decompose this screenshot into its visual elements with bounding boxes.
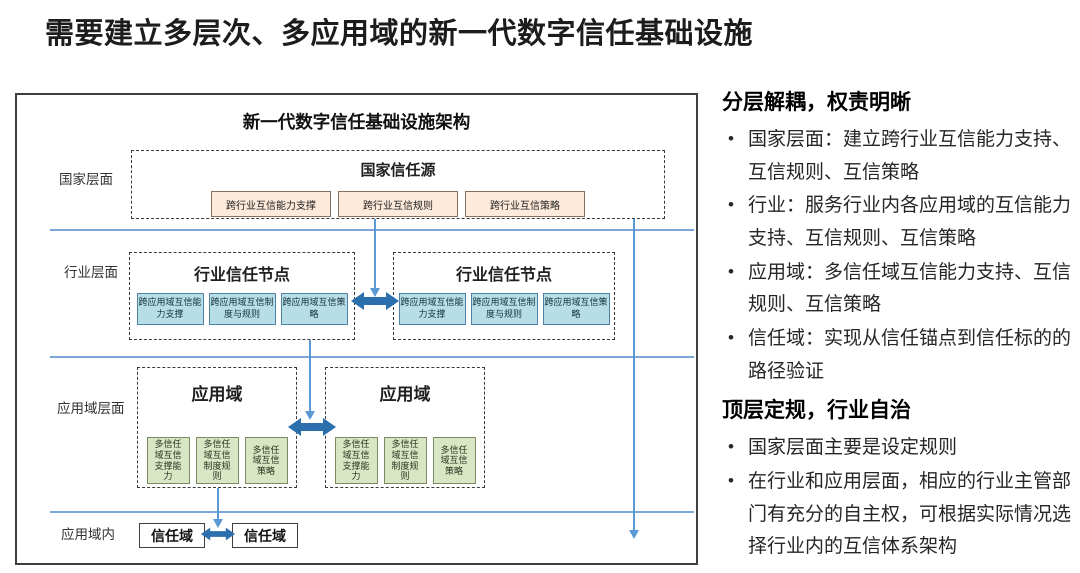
national-chip-row: 跨行业互信能力支撑 跨行业互信规则 跨行业互信策略 — [132, 191, 664, 217]
down-arrow-icon — [370, 288, 380, 297]
architecture-diagram: 新一代数字信任基础设施架构 国家层面 行业层面 应用域层面 应用域内 国家信任源… — [15, 93, 698, 565]
side-text-panel: 分层解耦，权责明晰 国家层面：建立跨行业互信能力支持、互信规则、互信策略 行业：… — [722, 86, 1075, 570]
multi-trust-rules-box: 多信任域互信制度规则 — [195, 437, 239, 484]
bullet-item: 国家层面：建立跨行业互信能力支持、互信规则、互信策略 — [722, 124, 1075, 189]
application-domain-left: 应用域 多信任域互信支撑能力 多信任域互信制度规则 多信任域互信策略 — [137, 367, 297, 488]
industry-node-title: 行业信任节点 — [455, 267, 552, 284]
industry-node-title: 行业信任节点 — [193, 267, 290, 284]
app-chip-row: 多信任域互信支撑能力 多信任域互信制度规则 多信任域互信策略 — [138, 437, 296, 484]
cross-domain-capability-box: 跨应用域互信能力支撑 — [136, 293, 204, 325]
bullet-item: 应用域：多信任域互信能力支持、互信规则、互信策略 — [722, 257, 1075, 322]
connector-industry-to-app — [309, 340, 311, 412]
multi-trust-strategy-box: 多信任域互信策略 — [244, 437, 288, 484]
down-arrow-icon — [213, 519, 223, 528]
cross-domain-rules-box: 跨应用域互信制度与规则 — [470, 293, 538, 325]
application-domain-right: 应用域 多信任域互信支撑能力 多信任域互信制度规则 多信任域互信策略 — [325, 367, 485, 488]
bullet-item: 国家层面主要是设定规则 — [722, 432, 1075, 465]
cross-domain-rules-box: 跨应用域互信制度与规则 — [208, 293, 276, 325]
trust-domain-box: 信任域 — [232, 523, 298, 548]
multi-trust-rules-box: 多信任域互信制度规则 — [383, 437, 427, 484]
multi-trust-capability-box: 多信任域互信支撑能力 — [334, 437, 378, 484]
connector-national-to-industry — [374, 219, 376, 289]
industry-chip-row: 跨应用域互信能力支撑 跨应用域互信制度与规则 跨应用域互信策略 — [130, 293, 354, 325]
bullet-item: 信任域：实现从信任锚点到信任标的的路径验证 — [722, 323, 1075, 388]
connector-app-to-trust — [217, 488, 219, 520]
cross-domain-strategy-box: 跨应用域互信策略 — [280, 293, 348, 325]
app-domain-title: 应用域 — [191, 385, 243, 404]
industry-trust-node-right: 行业信任节点 跨应用域互信能力支撑 跨应用域互信制度与规则 跨应用域互信策略 — [393, 252, 615, 340]
panel-section1-title: 分层解耦，权责明晰 — [722, 91, 911, 114]
panel-section1-bullets: 国家层面：建立跨行业互信能力支持、互信规则、互信策略 行业：服务行业内各应用域的… — [722, 124, 1075, 388]
panel-section2-title: 顶层定规，行业自治 — [722, 399, 911, 423]
cross-industry-strategy-box: 跨行业互信策略 — [465, 191, 585, 217]
layer-separator-line — [50, 229, 694, 231]
trust-domain-box: 信任域 — [139, 523, 205, 548]
bullet-item: 行业：服务行业内各应用域的互信能力支持、互信规则、互信策略 — [722, 190, 1075, 255]
diagram-title: 新一代数字信任基础设施架构 — [242, 112, 471, 132]
double-arrow-icon — [201, 527, 235, 541]
national-trust-source-title: 国家信任源 — [360, 162, 436, 179]
double-arrow-icon — [351, 292, 399, 310]
layer-label-national: 国家层面 — [59, 172, 113, 187]
layer-label-app-domain: 应用域层面 — [57, 401, 125, 416]
app-chip-row: 多信任域互信支撑能力 多信任域互信制度规则 多信任域互信策略 — [326, 437, 484, 484]
layer-separator-line — [50, 356, 694, 358]
bullet-item: 在行业和应用层面，相应的行业主管部门有充分的自主权，可根据实际情况选择行业内的互… — [722, 466, 1075, 564]
industry-trust-node-left: 行业信任节点 跨应用域互信能力支撑 跨应用域互信制度与规则 跨应用域互信策略 — [129, 252, 355, 340]
cross-industry-rules-box: 跨行业互信规则 — [338, 191, 458, 217]
layer-label-in-app: 应用域内 — [61, 527, 115, 542]
multi-trust-strategy-box: 多信任域互信策略 — [432, 437, 476, 484]
double-arrow-icon — [288, 418, 336, 436]
cross-industry-capability-box: 跨行业互信能力支撑 — [211, 191, 331, 217]
cross-domain-capability-box: 跨应用域互信能力支撑 — [398, 293, 466, 325]
layer-separator-line — [50, 511, 694, 513]
page-title: 需要建立多层次、多应用域的新一代数字信任基础设施 — [45, 18, 754, 50]
cross-domain-strategy-box: 跨应用域互信策略 — [542, 293, 610, 325]
panel-section2-bullets: 国家层面主要是设定规则 在行业和应用层面，相应的行业主管部门有充分的自主权，可根… — [722, 432, 1075, 564]
layer-label-industry: 行业层面 — [64, 265, 118, 280]
app-domain-title: 应用域 — [379, 385, 431, 404]
connector-national-to-bottom — [633, 219, 635, 531]
industry-chip-row: 跨应用域互信能力支撑 跨应用域互信制度与规则 跨应用域互信策略 — [394, 293, 614, 325]
national-trust-source: 国家信任源 跨行业互信能力支撑 跨行业互信规则 跨行业互信策略 — [131, 150, 665, 219]
down-arrow-icon — [305, 411, 315, 420]
multi-trust-capability-box: 多信任域互信支撑能力 — [146, 437, 190, 484]
down-arrow-icon — [629, 530, 639, 539]
